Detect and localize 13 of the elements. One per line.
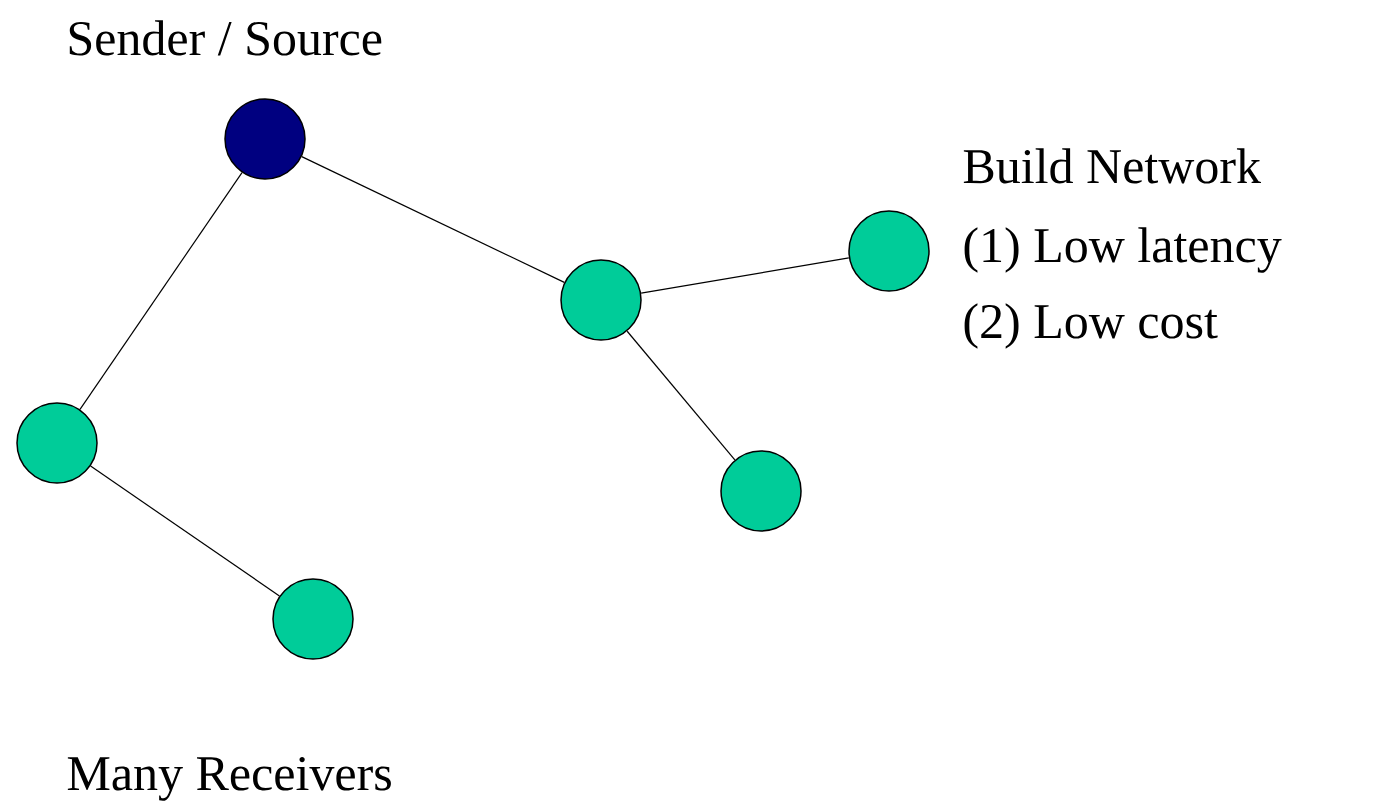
connector-line <box>301 156 565 283</box>
network-node-circle <box>224 98 306 180</box>
label-text: (2) Low cost <box>964 303 1218 349</box>
connector-line <box>90 465 281 597</box>
network-node-circle <box>16 402 98 484</box>
label-text: (1) Low latency <box>964 227 1282 273</box>
connector-line <box>79 172 243 410</box>
network-node-circle <box>848 210 930 292</box>
connector-line <box>640 257 850 294</box>
network-node-circle <box>272 578 354 660</box>
network-node-circle <box>560 259 642 341</box>
network-node-circle <box>720 450 802 532</box>
connector-line <box>626 330 736 461</box>
